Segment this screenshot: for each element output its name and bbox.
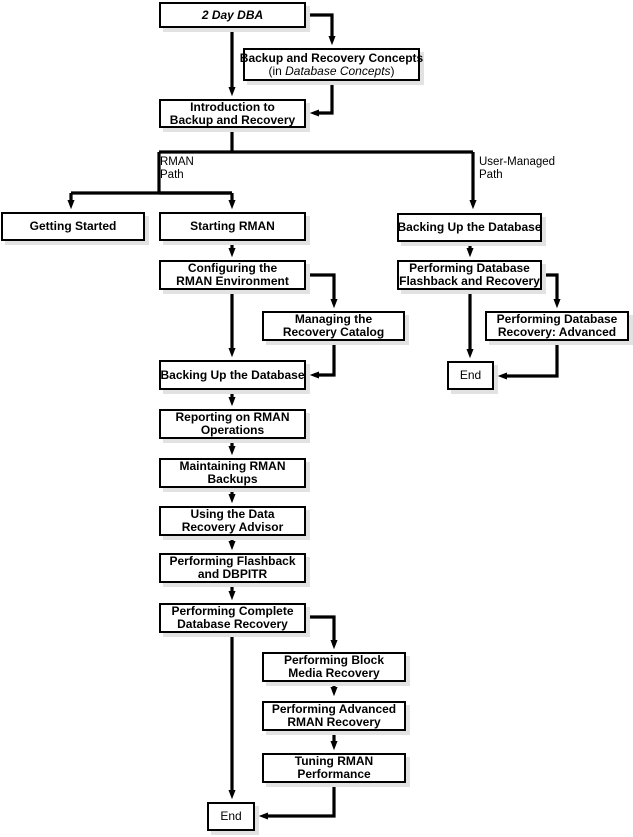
node-backup-and-recovery-concepts[interactable]: Backup and Recovery Concepts (in Databas… [239, 48, 424, 81]
connector-complete-to-block [306, 615, 338, 650]
node-flashback-recovery-line1: Performing Database [409, 261, 530, 275]
node-starting-rman-label: Starting RMAN [190, 219, 275, 233]
node-performing-database-flashback-and-recovery[interactable]: Performing Database Flashback and Recove… [397, 260, 542, 290]
node-maintaining-line2: Backups [207, 472, 258, 486]
connector-configuring-to-catalog [306, 273, 338, 309]
node-using-the-data-recovery-advisor[interactable]: Using the Data Recovery Advisor [159, 506, 306, 536]
node-flashback-recovery-line2: Flashback and Recovery [399, 274, 540, 288]
connector-catalog-to-backingup [309, 341, 336, 379]
node-performing-advanced-rman-recovery[interactable]: Performing Advanced RMAN Recovery [262, 701, 406, 731]
node-backup-and-recovery-concepts-sub: (in Database Concepts) [268, 63, 395, 78]
node-configuring-line2: RMAN Environment [176, 274, 289, 288]
node-tuning-line1: Tuning RMAN [294, 754, 374, 768]
node-starting-rman[interactable]: Starting RMAN [159, 212, 306, 241]
node-tuning-rman-performance[interactable]: Tuning RMAN Performance [262, 753, 406, 783]
node-performing-block-media-recovery[interactable]: Performing Block Media Recovery [262, 652, 406, 682]
concepts-sub-suffix: ) [390, 63, 395, 78]
node-maintaining-rman-backups[interactable]: Maintaining RMAN Backups [159, 458, 306, 488]
label-user-managed-path: User-Managed Path [479, 156, 555, 182]
node-end-rman[interactable]: End [207, 802, 255, 831]
node-maintaining-line1: Maintaining RMAN [179, 459, 286, 473]
node-complete-recovery-line1: Performing Complete [171, 604, 294, 618]
node-introduction-line1: Introduction to [190, 99, 275, 114]
node-end-bottom-label: End [220, 809, 242, 823]
connector-tuning-to-end [258, 783, 336, 820]
connector-concepts-to-introduction [309, 80, 334, 117]
node-2-day-dba-label: 2 Day DBA [201, 7, 264, 22]
node-backing-up-middle-label: Backing Up the Database [160, 367, 305, 382]
concepts-sub-prefix: (in [268, 63, 286, 78]
connector-flashbackrec-to-advanced [542, 273, 561, 309]
node-performing-database-recovery-advanced[interactable]: Performing Database Recovery: Advanced [485, 311, 629, 341]
node-tuning-line2: Performance [297, 767, 371, 781]
node-introduction-to-backup-and-recovery[interactable]: Introduction to Backup and Recovery [159, 99, 306, 128]
connector-advanced-to-endright [497, 341, 559, 380]
label-user-managed-path-line2: Path [479, 169, 503, 181]
node-block-media-line2: Media Recovery [288, 666, 380, 680]
node-advisor-line1: Using the Data [190, 507, 275, 521]
node-advisor-line2: Recovery Advisor [181, 520, 284, 534]
node-getting-started-label: Getting Started [29, 219, 117, 233]
node-end-right-label: End [459, 368, 482, 382]
node-dbpitr-line2: and DBPITR [197, 567, 268, 581]
node-complete-recovery-line2: Database Recovery [177, 617, 288, 631]
node-backing-up-right-label: Backing Up the Database [397, 220, 542, 234]
node-advanced-rman-line1: Performing Advanced [271, 702, 397, 716]
node-introduction-line2: Backup and Recovery [169, 112, 296, 127]
node-configuring-line1: Configuring the [187, 261, 278, 275]
node-advanced-rman-line2: RMAN Recovery [287, 715, 381, 729]
node-backing-up-the-database-user-managed[interactable]: Backing Up the Database [397, 213, 542, 242]
node-configuring-the-rman-environment[interactable]: Configuring the RMAN Environment [159, 260, 306, 290]
node-end-user-managed[interactable]: End [447, 361, 494, 390]
node-managing-catalog-line1: Managing the [294, 312, 373, 326]
node-managing-the-recovery-catalog[interactable]: Managing the Recovery Catalog [262, 311, 405, 341]
node-recovery-advanced-line1: Performing Database [496, 312, 618, 326]
label-rman-path-line1: RMAN [160, 156, 194, 168]
node-backing-up-the-database-rman[interactable]: Backing Up the Database [159, 360, 306, 390]
node-recovery-advanced-line2: Recovery: Advanced [497, 325, 617, 339]
label-rman-path-line2: Path [160, 169, 184, 181]
node-reporting-on-rman-operations[interactable]: Reporting on RMAN Operations [159, 409, 306, 439]
label-user-managed-path-line1: User-Managed [479, 156, 556, 168]
node-performing-complete-database-recovery[interactable]: Performing Complete Database Recovery [159, 603, 306, 633]
node-dbpitr-line1: Performing Flashback [169, 554, 296, 568]
node-managing-catalog-line2: Recovery Catalog [282, 325, 385, 339]
node-block-media-line1: Performing Block [283, 653, 385, 667]
concepts-sub-italic: Database Concepts [285, 63, 391, 78]
node-backup-and-recovery-concepts-label: Backup and Recovery Concepts [239, 50, 424, 65]
node-2-day-dba[interactable]: 2 Day DBA [159, 2, 306, 28]
connector-dba-to-concepts [306, 13, 336, 46]
node-getting-started[interactable]: Getting Started [1, 212, 145, 241]
node-reporting-line2: Operations [200, 423, 265, 437]
node-reporting-line1: Reporting on RMAN [175, 410, 290, 424]
label-rman-path: RMAN Path [160, 156, 194, 182]
node-performing-flashback-and-dbpitr[interactable]: Performing Flashback and DBPITR [159, 553, 306, 583]
